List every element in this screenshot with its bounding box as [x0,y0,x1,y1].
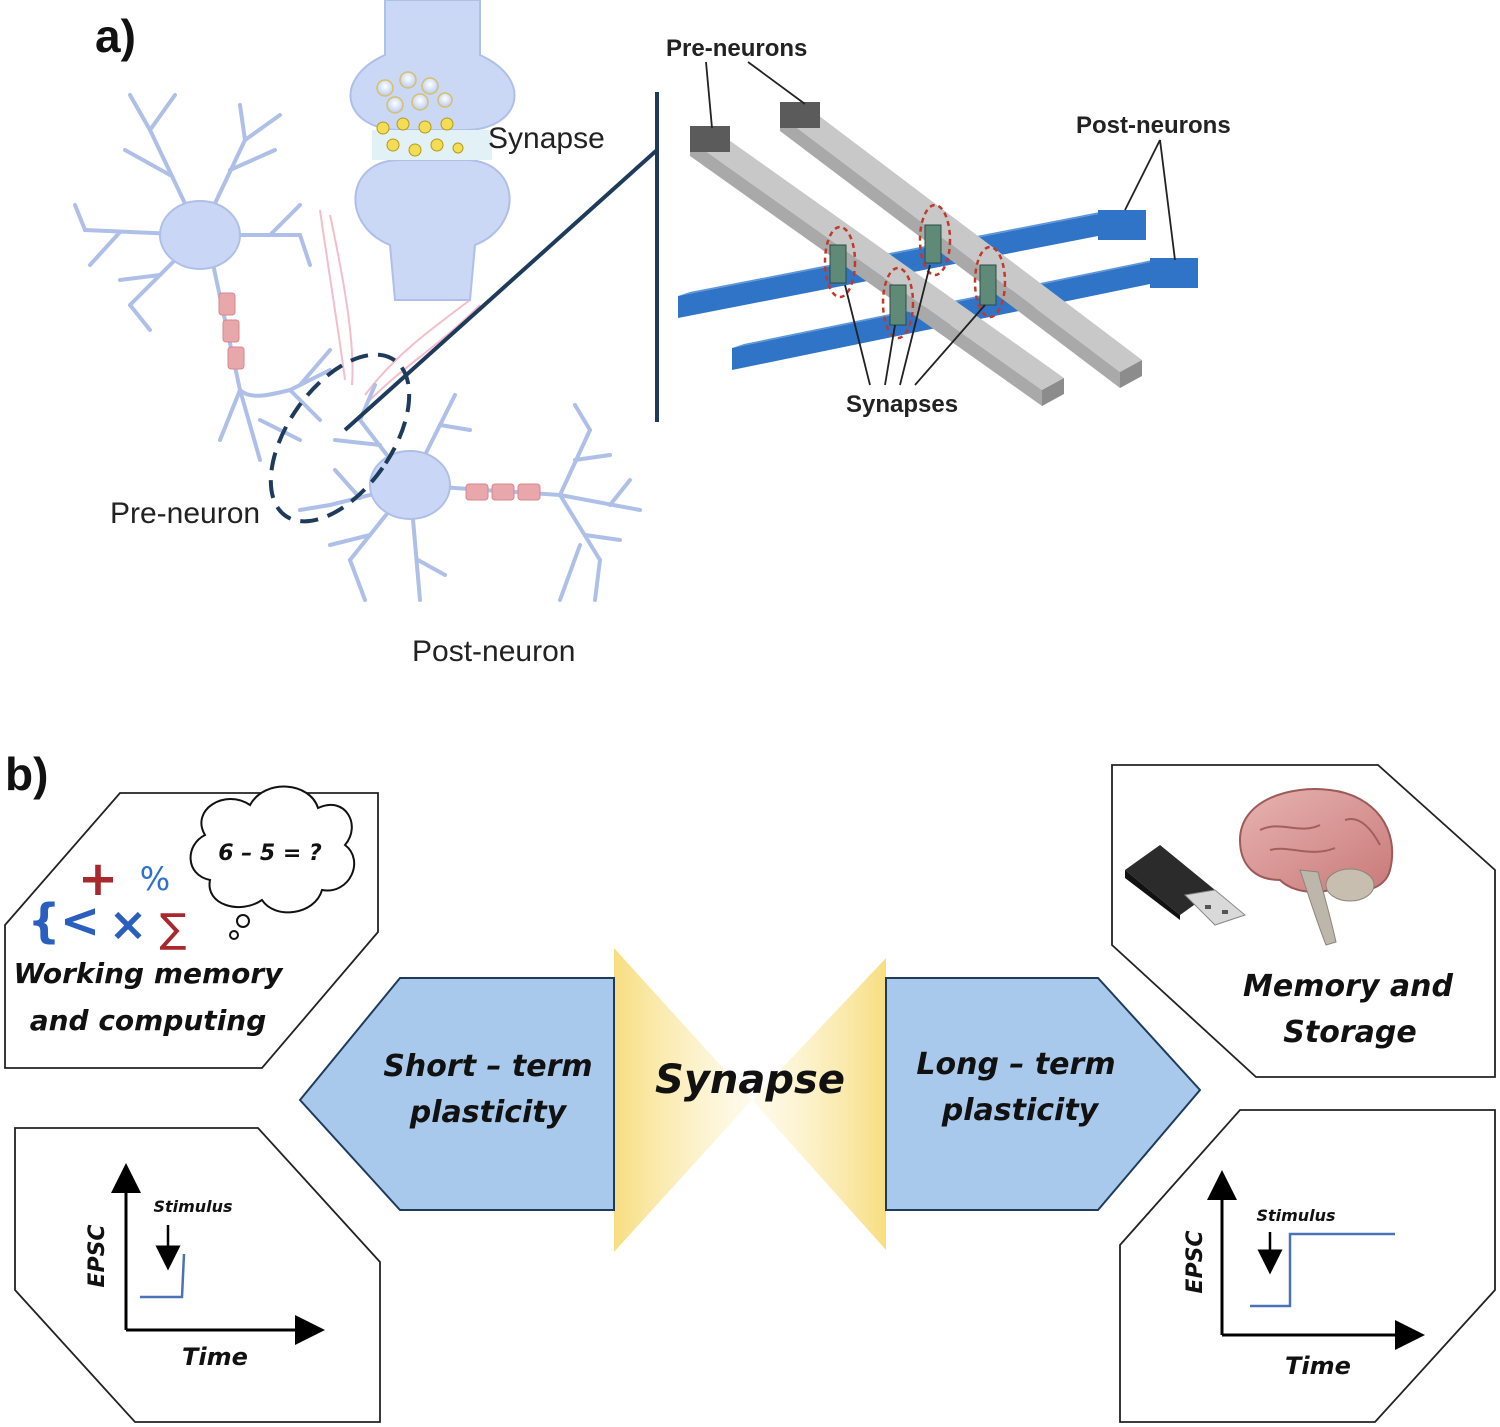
memory-storage-line2: Storage [1283,1015,1416,1050]
long-term-arrow [885,977,1202,1211]
short-term-arrow [298,977,615,1211]
brain-icon [1238,788,1394,946]
ltm-xlabel: Time [1285,1352,1351,1380]
synapse-center-label: Synapse [655,1057,845,1103]
pre-neurons-label: Pre-neurons [666,35,807,62]
short-term-line1: Short – term [383,1049,592,1084]
synapse-glow-left [614,948,752,1252]
synapse-bouton-illustration [349,0,516,301]
usb-drive-icon [1125,845,1247,926]
synapse-highlight [881,266,915,340]
symbol-less-than: < [60,893,100,949]
pre-neuron-label: Pre-neuron [110,497,260,530]
thought-text: 6 – 5 = ? [218,841,322,866]
symbol-brace: { [28,894,61,948]
pre-pad-2 [780,102,820,128]
panel-a-label: a) [95,10,136,62]
synapse-cell [979,264,997,306]
pre-pad-1 [690,126,730,152]
thought-bubble-small [236,914,250,928]
ltm-ylabel: EPSC [1183,1230,1208,1293]
stm-epsc-curve [140,1253,186,1299]
pre-neuron-illustration [73,93,332,462]
synapse-highlight-ellipse [268,352,412,524]
zoom-connector-line [343,148,659,432]
memory-storage-line1: Memory and [1243,969,1453,1004]
synapse-highlight [973,245,1007,319]
thought-cloud [189,785,356,914]
long-term-line1: Long – term [916,1047,1115,1082]
synapse-cell [889,284,907,326]
post-pad-2 [1150,258,1198,288]
panel-b-label: b) [5,748,48,800]
short-term-line2: plasticity [409,1095,568,1130]
post-neuron-label: Post-neuron [412,635,575,668]
ltm-epsc-curve [1250,1232,1395,1308]
ltm-stimulus-label: Stimulus [1256,1206,1335,1225]
synapses-label: Synapses [846,391,958,418]
synapse-highlight [823,225,857,299]
pre-neuron-myelin [218,292,245,370]
thought-bubble-tiny [229,930,239,940]
synapse-cell [924,224,942,264]
symbol-times: × [109,897,148,951]
synapse-cell [829,244,847,284]
symbol-percent: % [140,860,170,898]
working-memory-line2: and computing [30,1004,267,1037]
post-neuron-myelin [465,483,541,501]
crossbar-array: Pre-neurons Post-neurons Synapses [666,35,1231,418]
synapse-highlight [918,203,952,277]
stm-ylabel: EPSC [85,1224,110,1287]
long-term-line2: plasticity [941,1093,1100,1128]
pre-neuron-soma [159,200,241,270]
working-memory-line1: Working memory [14,957,285,990]
symbol-sum: ∑ [160,906,187,952]
stm-stimulus-label: Stimulus [153,1197,232,1216]
synapse-glow-right [752,958,886,1250]
post-neuron-soma [369,450,451,520]
post-neurons-label: Post-neurons [1076,112,1231,139]
pink-fibers [319,209,481,401]
short-term-graph-box [14,1127,381,1423]
memory-storage-box [1111,764,1496,1078]
stm-xlabel: Time [182,1343,248,1371]
post-pad-1 [1098,210,1146,240]
symbol-plus: + [78,851,118,907]
synapse-label: Synapse [488,122,605,155]
